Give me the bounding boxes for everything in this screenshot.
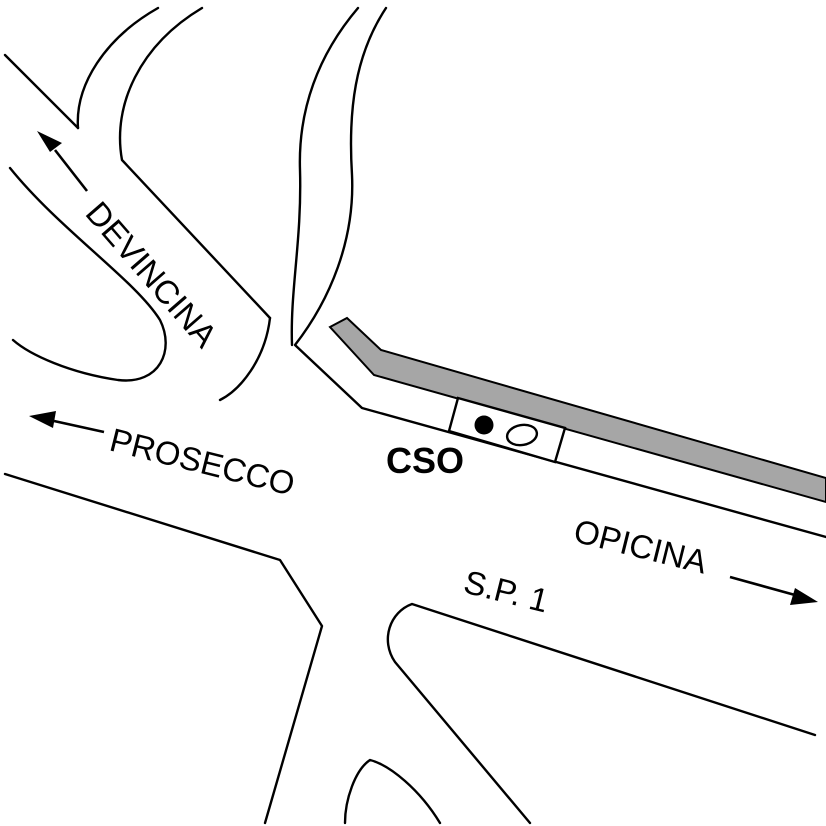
- arrow-prosecco-head-icon: [29, 411, 56, 428]
- label-devincina: DEVINCINA: [79, 194, 225, 354]
- station: [447, 396, 567, 464]
- station-oval-icon: [505, 423, 539, 447]
- railway-band: [328, 316, 826, 504]
- label-prosecco: PROSECCO: [106, 421, 298, 503]
- road-edge-devincina-north: [76, 6, 160, 130]
- road-edge-north-west: [290, 6, 360, 347]
- station-dot-icon: [474, 415, 494, 435]
- road-edge-prosecco-south: [3, 472, 324, 825]
- arrows: [29, 131, 818, 605]
- road-edge-sp1-south: [386, 602, 817, 825]
- label-cso: CSO: [386, 440, 464, 481]
- label-opicina: OPICINA: [570, 512, 711, 581]
- road-edge-devincina-inner: [118, 6, 272, 320]
- arrow-opicina-shaft: [729, 575, 796, 597]
- road-edge-prosecco-north: [218, 316, 272, 402]
- arrow-opicina-head-icon: [790, 588, 818, 605]
- label-sp1: S.P. 1: [460, 563, 552, 620]
- road-edge-hairpin: [8, 166, 167, 382]
- road-edge-devincina-outer: [3, 53, 80, 130]
- road-edge-south-curve: [343, 758, 442, 825]
- road-outlines: [3, 6, 826, 825]
- arrow-devincina-head-icon: [37, 131, 62, 152]
- arrow-prosecco-shaft: [53, 419, 105, 434]
- station-building: [447, 396, 567, 464]
- road-edge-north-east: [293, 6, 826, 539]
- arrow-devincina-shaft: [53, 149, 89, 192]
- labels: DEVINCINA PROSECCO CSO OPICINA S.P. 1: [79, 194, 711, 619]
